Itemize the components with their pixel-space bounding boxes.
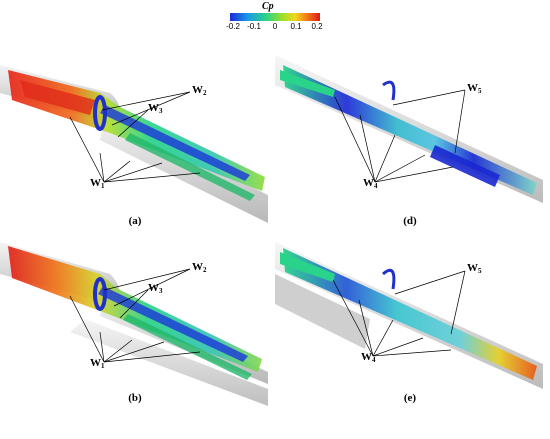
caption-d: (d) (403, 215, 417, 227)
colorbar-tick: 0.2 (311, 22, 323, 31)
pressure-colorbar: Cp -0.2 -0.1 0 0.1 0.2 (0, 0, 550, 40)
vortex-core (430, 145, 500, 187)
panel-d: W5 W4 (d) (275, 45, 545, 250)
colorbar-title: Cp (262, 1, 274, 12)
colorbar-tick: 0.1 (290, 22, 302, 31)
colorbar-tick: 0 (272, 22, 278, 31)
panel-e: W5 W4 (e) (275, 234, 545, 439)
wake-surface (283, 65, 537, 195)
vortex-core (100, 105, 250, 181)
colorbar-tick: -0.2 (226, 22, 240, 31)
label-w4: W4 (363, 177, 378, 190)
label-w3: W3 (148, 102, 163, 115)
label-w3: W3 (148, 282, 163, 295)
label-w1: W1 (90, 357, 105, 370)
label-w2: W2 (192, 84, 207, 97)
panel-b: W2 W3 W1 (b) (0, 234, 270, 439)
vortex-core (98, 286, 248, 362)
colorbar-tick: -0.1 (247, 22, 261, 31)
plate (275, 274, 370, 349)
label-w2: W2 (192, 261, 207, 274)
colorbar-gradient (230, 13, 320, 21)
label-w4: W4 (361, 351, 376, 364)
label-w5: W5 (467, 82, 482, 95)
caption-e: (e) (403, 392, 417, 404)
label-w1: W1 (90, 177, 105, 190)
plate (70, 319, 268, 406)
caption-b: (b) (128, 392, 142, 404)
panel-a: W2 W3 W1 (a) (0, 45, 270, 250)
wake-surface (283, 248, 537, 380)
label-w5: W5 (467, 262, 482, 275)
caption-a: (a) (128, 215, 142, 227)
